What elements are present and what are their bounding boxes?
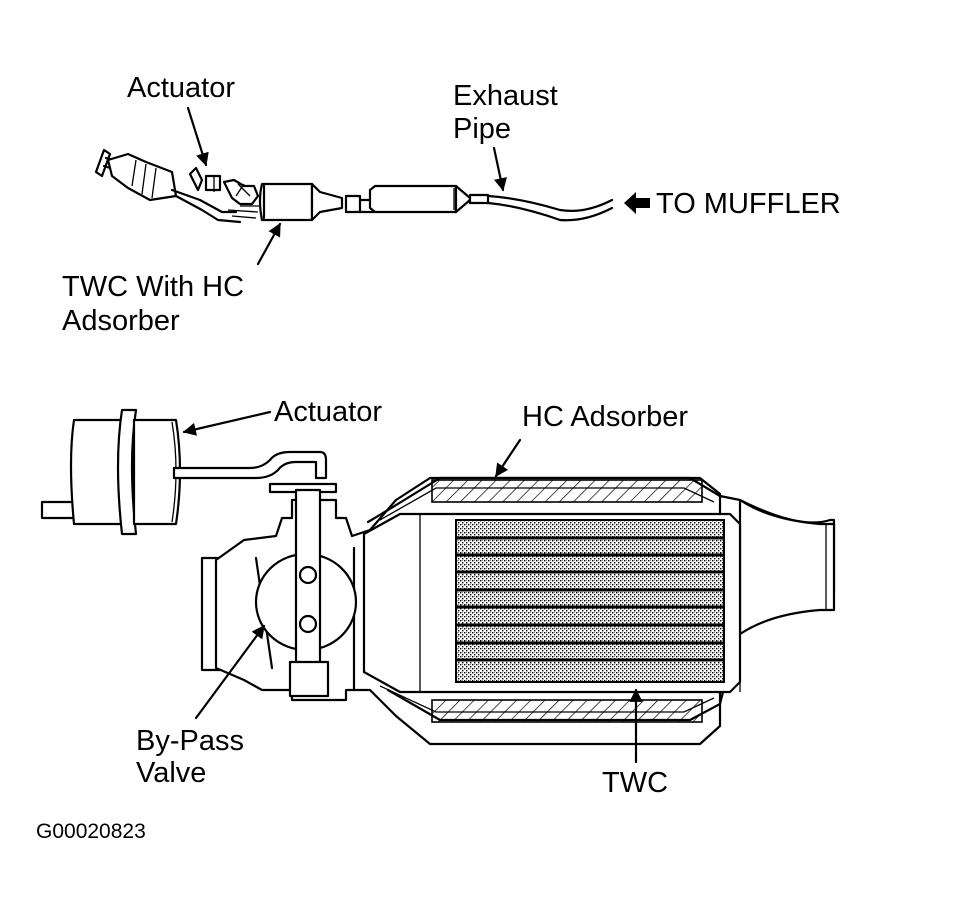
- label-bypass-valve-line2: Valve: [136, 757, 206, 789]
- label-exhaust-pipe-line1: Exhaust: [453, 80, 558, 112]
- label-actuator-cutaway: Actuator: [274, 396, 382, 428]
- label-twc-with-hc-line2: Adsorber: [62, 305, 180, 337]
- label-twc-with-hc-line1: TWC With HC: [62, 271, 244, 303]
- vacuum-actuator: [40, 408, 328, 536]
- exhaust-pipe-lower: [486, 201, 614, 222]
- hc-adsorber-lower-band: [431, 699, 703, 723]
- figure-id: G00020823: [36, 820, 146, 843]
- cutaway-assembly: [40, 408, 836, 746]
- left-arrow-icon: [624, 192, 650, 214]
- leader-actuator-top: [186, 106, 209, 167]
- leader-twc-top: [256, 222, 282, 266]
- twc-body-small: [258, 182, 344, 222]
- label-twc: TWC: [602, 767, 668, 799]
- label-exhaust-pipe-line2: Pipe: [453, 113, 511, 145]
- twc-catalyst-block: [455, 519, 725, 683]
- label-hc-adsorber: HC Adsorber: [522, 401, 688, 433]
- front-pipe-lower: [174, 194, 242, 224]
- exhaust-pipe-upper: [486, 194, 614, 212]
- label-actuator-top: Actuator: [127, 72, 235, 104]
- front-pipe-upper: [170, 188, 238, 214]
- leader-hc-adsorber: [494, 438, 522, 478]
- top-view-assembly: [94, 148, 650, 224]
- manifold-converter: [106, 152, 178, 202]
- small-actuator: [188, 166, 222, 192]
- leader-bypass-valve: [194, 624, 266, 720]
- hc-adsorber-upper-band: [431, 479, 703, 503]
- label-to-muffler: TO MUFFLER: [656, 188, 841, 220]
- leader-exhaust-pipe: [492, 146, 507, 192]
- label-bypass-valve-line1: By-Pass: [136, 725, 244, 757]
- bypass-valve-cluster: [222, 178, 262, 219]
- leader-actuator-cutaway: [182, 410, 272, 436]
- resonator: [368, 184, 490, 214]
